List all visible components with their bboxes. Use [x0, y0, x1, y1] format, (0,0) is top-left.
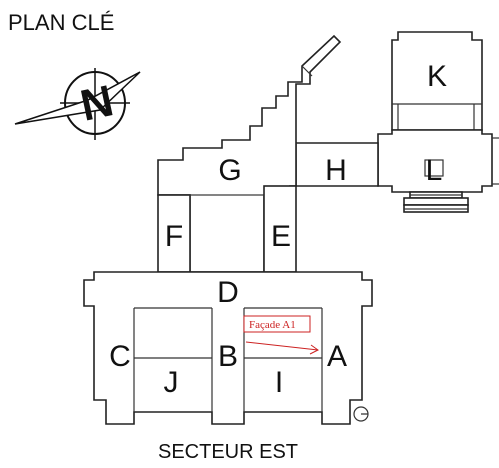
sector-footer: SECTEUR EST: [158, 441, 298, 463]
sector-label-b: B: [218, 340, 238, 373]
sector-label-j: J: [164, 366, 179, 399]
sector-label-i: I: [275, 366, 283, 399]
sector-label-d: D: [217, 276, 239, 309]
sector-label-e: E: [271, 220, 291, 253]
sector-label-f: F: [165, 220, 183, 253]
sector-label-h: H: [325, 154, 347, 187]
main-block: [83, 271, 373, 425]
sector-label-a: A: [327, 340, 347, 373]
plan-title: PLAN CLÉ: [8, 10, 114, 35]
building-l: [377, 129, 499, 213]
sector-label-g: G: [218, 154, 241, 187]
facade-annotation: Façade A1: [243, 315, 319, 355]
north-arrow-icon: N: [14, 68, 141, 140]
sector-label-c: C: [109, 340, 131, 373]
sector-label-k: K: [427, 60, 447, 93]
building-k: [391, 31, 483, 131]
facade-annotation-label: Façade A1: [249, 319, 296, 331]
sector-label-l: L: [426, 154, 443, 187]
